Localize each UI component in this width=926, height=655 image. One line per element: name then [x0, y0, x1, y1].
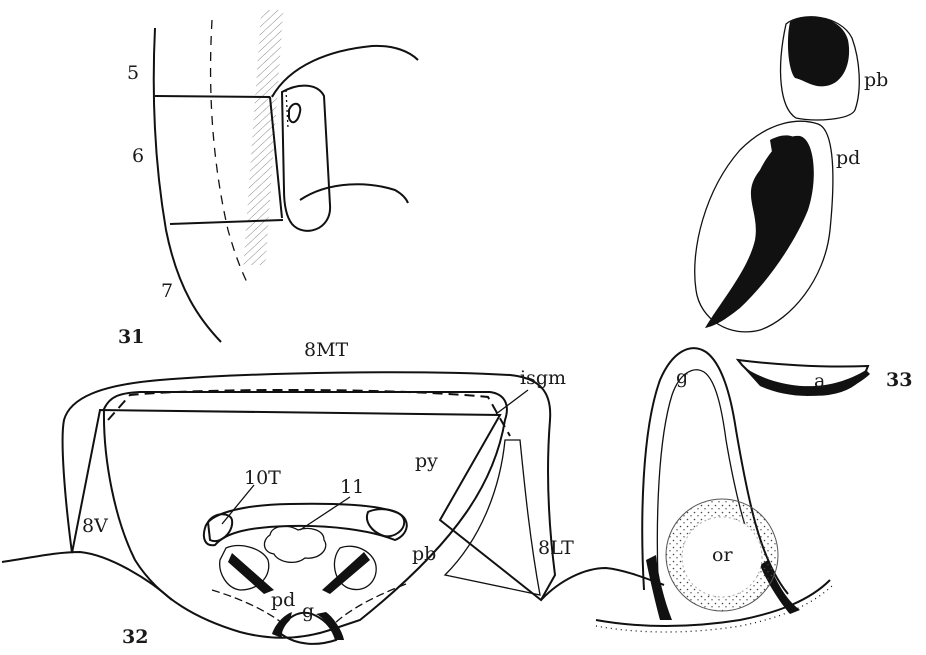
fig33-a-dark-edge	[742, 366, 870, 396]
fig32-number: 32	[122, 626, 148, 648]
fig32-label-pd: pd	[271, 589, 295, 611]
fig31-small-marks	[286, 90, 288, 128]
fig32-11-lobes	[264, 526, 325, 562]
fig32-outer-plate	[63, 372, 555, 600]
figure-31: 5 6 7 31	[118, 10, 418, 348]
fig31-spiracle-opening	[289, 104, 300, 123]
fig33-label-pd: pd	[836, 147, 860, 169]
fig32-10T-pointer	[222, 485, 254, 524]
fig31-lower-curve	[300, 184, 408, 203]
fig32-isgm-pointer	[496, 390, 528, 414]
fig33-label-pb: pb	[864, 69, 888, 91]
fig31-dashed-line	[211, 20, 248, 285]
fig32-label-11: 11	[340, 476, 364, 498]
fig33-label-a: a	[814, 370, 825, 392]
fig32-baseline	[2, 552, 664, 600]
fig32-label-py: py	[415, 450, 438, 472]
fig33-number: 33	[886, 369, 912, 391]
fig31-seg-label-6: 6	[132, 145, 144, 167]
fig31-number: 31	[118, 326, 144, 348]
fig33-label-g: g	[676, 366, 688, 388]
fig33-label-or: or	[712, 544, 733, 566]
figure-32: 8MT isgm 10T 11 py 8V 8LT pb pd g 32	[2, 339, 664, 648]
fig32-label-8LT: 8LT	[538, 537, 574, 559]
fig32-11-pointer	[300, 497, 350, 530]
fig32-label-pb: pb	[412, 543, 436, 565]
fig31-seg-label-5: 5	[127, 62, 139, 84]
fig32-label-10T: 10T	[244, 467, 281, 489]
fig31-seg-label-7: 7	[161, 280, 173, 302]
fig31-upper-curve	[272, 46, 418, 97]
fig32-label-8MT: 8MT	[304, 339, 349, 361]
fig31-hatched-band	[243, 10, 283, 265]
fig31-segment-top	[155, 96, 270, 97]
fig32-label-g: g	[302, 600, 314, 622]
fig32-label-isgm: isgm	[520, 367, 566, 389]
fig32-10T-left-sclerite	[208, 514, 232, 541]
figure-33: pb pd a g or 33	[596, 16, 912, 632]
fig33-pd-dark	[705, 136, 814, 328]
fig33-pb-dark	[788, 16, 849, 86]
fig32-label-8V: 8V	[82, 515, 108, 537]
